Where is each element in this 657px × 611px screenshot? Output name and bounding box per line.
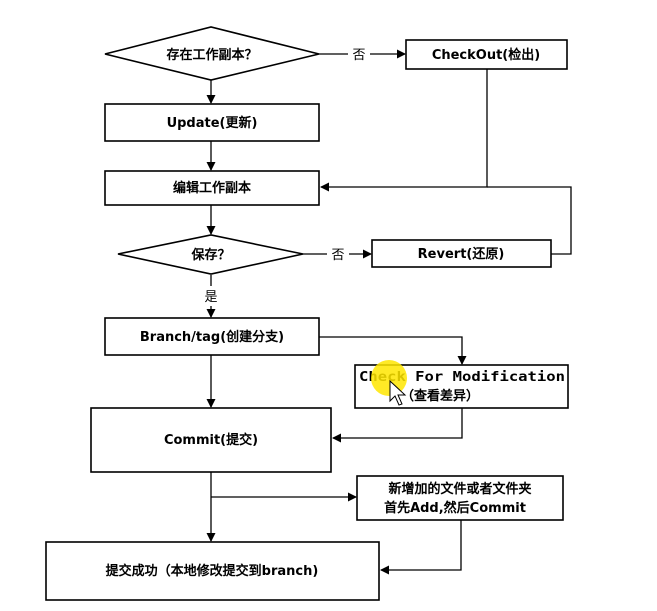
node-update-label: Update(更新) [167,115,258,131]
edge-revert-to-edit [487,186,572,255]
node-check-modification-line1: Check For Modification [359,370,565,385]
node-check-modification-line2: （查看差异） [401,388,479,404]
node-checkout-label: CheckOut(检出) [432,47,540,63]
edge-newfiles-to-success [380,520,462,575]
node-new-files-line2: 首先Add,然后Commit [384,500,526,516]
node-update: Update(更新) [104,103,320,142]
node-revert-label: Revert(还原) [418,246,505,262]
node-save-label: 保存？ [190,247,230,263]
edge-label-yes: 是 [204,290,217,305]
node-branch-tag: Branch/tag(创建分支) [104,317,320,356]
node-branch-tag-label: Branch/tag(创建分支) [140,329,284,345]
node-commit: Commit(提交) [90,407,332,473]
edge-label-no-1: 否 [352,48,365,63]
edge-check-to-commit [332,408,463,443]
node-commit-success-label: 提交成功（本地修改提交到branch) [106,563,319,579]
edge-checkout-to-edit [320,69,488,192]
mouse-pointer-icon [371,360,407,406]
node-has-working-copy: 存在工作副本？ [104,26,320,81]
node-commit-label: Commit(提交) [164,432,258,448]
node-new-files-line1: 新增加的文件或者文件夹 [388,481,531,497]
node-edit-working-copy-label: 编辑工作副本 [173,180,251,196]
node-commit-success: 提交成功（本地修改提交到branch) [45,541,380,601]
node-has-working-copy-label: 存在工作副本？ [166,47,257,63]
edge-branch-to-check [319,336,467,365]
edge-label-no-2: 否 [331,248,344,263]
node-save: 保存？ [117,234,304,275]
node-checkout: CheckOut(检出) [405,39,568,70]
node-new-files: 新增加的文件或者文件夹 首先Add,然后Commit [356,475,564,521]
node-edit-working-copy: 编辑工作副本 [104,170,320,206]
node-revert: Revert(还原) [371,239,552,268]
connectors [206,49,572,575]
